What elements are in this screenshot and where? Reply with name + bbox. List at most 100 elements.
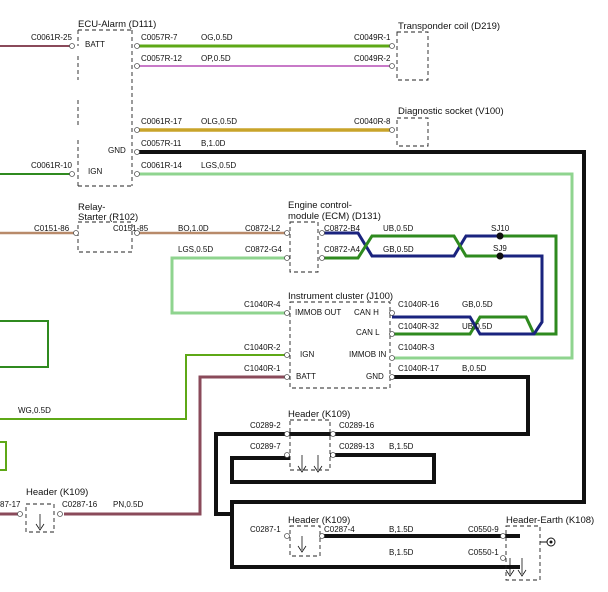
instrument-cluster-title: Instrument cluster (J100) <box>288 291 393 302</box>
pin-label: C0040R-8 <box>354 117 391 126</box>
splice-sj9-dot <box>496 252 504 260</box>
header-earth-box <box>505 525 541 581</box>
ecm-title-2: module (ECM) (D131) <box>288 211 381 222</box>
earth-eyelet-icon <box>540 537 556 547</box>
pin-label: C0061R-17 <box>141 117 182 126</box>
pin-label: C0550-1 <box>468 548 499 557</box>
wire-cluster-gnd <box>214 375 530 516</box>
pin-label: C0049R-2 <box>354 54 391 63</box>
instrument-cluster-box <box>289 301 391 389</box>
ecm-title-1: Engine control- <box>288 200 352 211</box>
pin-label: C0057R-7 <box>141 33 178 42</box>
ecu-ign-label: IGN <box>88 167 102 176</box>
pin-label: C0872-A4 <box>324 245 361 254</box>
ecu-alarm-block <box>77 29 133 187</box>
diagnostic-socket-title: Diagnostic socket (V100) <box>398 106 504 117</box>
cluster-can-l-label: CAN L <box>356 328 380 337</box>
pin-label: C0872-B4 <box>324 224 361 233</box>
wire-label: BO,1.0D <box>178 224 209 233</box>
pin-label: C0287-1 <box>250 525 281 534</box>
header-k109-left-box <box>25 503 55 533</box>
pin-label: C1040R-16 <box>398 300 439 309</box>
wire-label: OG,0.5D <box>201 33 233 42</box>
header-k109-upper-box <box>289 419 331 471</box>
pin-label: C0061R-25 <box>31 33 72 42</box>
splice-sj9-label: SJ9 <box>493 244 507 253</box>
wire-left-loop-b <box>0 441 7 471</box>
header-k109-left-title: Header (K109) <box>26 487 88 498</box>
wire-label: OP,0.5D <box>201 54 231 63</box>
cluster-immob-in-label: IMMOB IN <box>349 350 387 359</box>
pin-label: C0049R-1 <box>354 33 391 42</box>
wire-lg-loop <box>170 256 287 315</box>
ground-arrow-icon <box>35 455 527 577</box>
wire-label: OLG,0.5D <box>201 117 237 126</box>
wire-pn <box>0 375 287 516</box>
wire-label: UB,0.5D <box>383 224 413 233</box>
pin-label: C0287-16 <box>62 500 98 509</box>
splice-sj10-dot <box>496 232 504 240</box>
wire-can-gb-top <box>322 234 500 260</box>
ecm-box <box>289 221 319 273</box>
relay-starter-box <box>77 221 133 253</box>
pin-label: C0872-L2 <box>245 224 281 233</box>
pin-label: C0289-13 <box>339 442 375 451</box>
pin-label: C1040R-32 <box>398 322 439 331</box>
wire-label: LGS,0.5D <box>201 161 236 170</box>
connector-pins <box>17 43 506 561</box>
pin-label: 87-17 <box>0 500 21 509</box>
wire-sj9-down <box>392 254 544 336</box>
cluster-gnd-label: GND <box>366 372 384 381</box>
wire-can-ub-top <box>322 231 500 258</box>
pin-label: C0550-9 <box>468 525 499 534</box>
ecu-gnd-label: GND <box>108 146 126 155</box>
pin-label: C0057R-11 <box>141 139 182 148</box>
pin-label: C0289-2 <box>250 421 281 430</box>
wire-gnd-loop <box>137 150 586 569</box>
pin-label: C0061R-14 <box>141 161 182 170</box>
header-earth-title: Header-Earth (K108) <box>506 515 594 526</box>
wire-label: GB,0.5D <box>462 300 493 309</box>
wire-label: PN,0.5D <box>113 500 143 509</box>
wire-label: B,0.5D <box>462 364 487 373</box>
cluster-ign-label: IGN <box>300 350 314 359</box>
wire-wg <box>0 354 287 420</box>
wire-sj10-down <box>392 234 558 336</box>
wire-lgs <box>137 172 574 360</box>
pin-label: C0151-85 <box>113 224 149 233</box>
pin-label: C0289-16 <box>339 421 375 430</box>
pin-label: C0872-G4 <box>245 245 282 254</box>
ecu-batt-label: BATT <box>85 40 105 49</box>
pin-label: C1040R-2 <box>244 343 281 352</box>
wire-label: LGS,0.5D <box>178 245 213 254</box>
wire-label: B,1.5D <box>389 548 414 557</box>
relay-starter-title-1: Relay- <box>78 202 105 213</box>
relay-starter-title-2: Starter (R102) <box>78 212 138 223</box>
ecu-alarm-title: ECU-Alarm (D111) <box>78 19 156 30</box>
transponder-coil-title: Transponder coil (D219) <box>398 21 500 32</box>
wire-label: B,1.5D <box>389 525 414 534</box>
wire-left-loop-a <box>0 320 49 368</box>
wire-label: B,1.0D <box>201 139 226 148</box>
pin-label: C0151-86 <box>34 224 70 233</box>
wire-label: WG,0.5D <box>18 406 51 415</box>
header-k109-lower-box <box>289 525 321 557</box>
pin-label: C1040R-4 <box>244 300 281 309</box>
pin-label: C1040R-3 <box>398 343 435 352</box>
pin-label: C0289-7 <box>250 442 281 451</box>
pin-label: C0061R-10 <box>31 161 72 170</box>
pin-label: C1040R-17 <box>398 364 439 373</box>
wire-label: B,1.5D <box>389 442 414 451</box>
pin-label: C0287-4 <box>324 525 355 534</box>
wire-label: UB,0.5D <box>462 322 492 331</box>
diagnostic-socket-box <box>396 117 429 147</box>
cluster-batt-label: BATT <box>296 372 316 381</box>
header-k109-upper-title: Header (K109) <box>288 409 350 420</box>
pin-label: C1040R-1 <box>244 364 281 373</box>
cluster-immob-out-label: IMMOB OUT <box>295 308 341 317</box>
pin-label: C0057R-12 <box>141 54 182 63</box>
header-k109-lower-title: Header (K109) <box>288 515 350 526</box>
cluster-can-h-label: CAN H <box>354 308 379 317</box>
